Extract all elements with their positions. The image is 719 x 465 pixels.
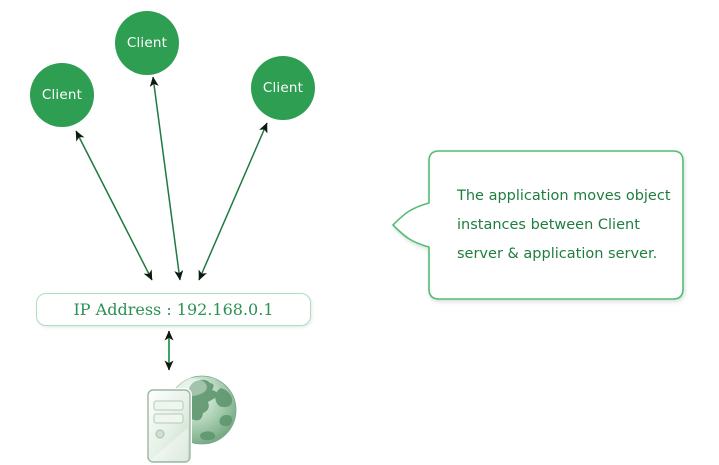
callout-line: server & application server. xyxy=(457,246,658,262)
callout-bubble-shape xyxy=(392,150,684,300)
ip-address-box: IP Address : 192.168.0.1 xyxy=(36,293,311,326)
server-globe-icon xyxy=(146,375,237,464)
server-tower-icon xyxy=(146,388,192,464)
callout-line: The application moves object xyxy=(457,188,671,204)
callout-text: The application moves object instances b… xyxy=(457,182,687,269)
callout-line: instances between Client xyxy=(457,217,640,233)
callout-bubble xyxy=(392,150,684,300)
client-node-middle: Client xyxy=(115,11,179,75)
arrow-client-right xyxy=(198,122,268,281)
ip-address-label: IP Address : 192.168.0.1 xyxy=(73,300,274,319)
client-node-left: Client xyxy=(30,63,94,127)
client-node-right: Client xyxy=(251,56,315,120)
arrow-client-middle xyxy=(149,76,184,281)
arrow-client-left xyxy=(75,130,153,281)
client-node-label: Client xyxy=(41,87,83,103)
client-node-label: Client xyxy=(262,80,304,96)
client-node-label: Client xyxy=(126,35,168,51)
